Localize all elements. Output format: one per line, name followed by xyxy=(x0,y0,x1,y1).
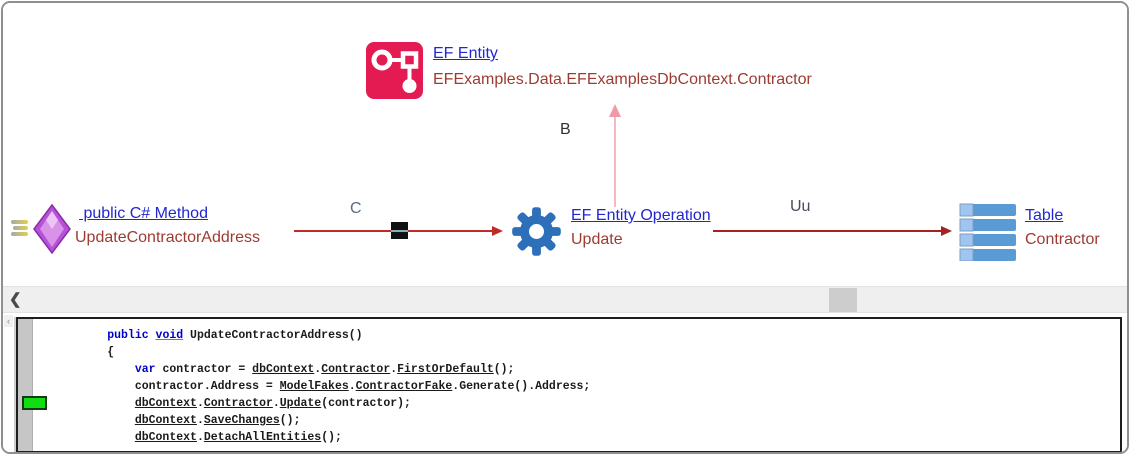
code-token: . xyxy=(272,397,280,410)
ef-entity-node-title[interactable]: EF Entity xyxy=(433,45,498,62)
edge-label-uu: Uu xyxy=(790,198,811,215)
code-gutter xyxy=(18,319,33,451)
code-section: ‹ public void UpdateContractorAddress() … xyxy=(3,313,1127,452)
code-token xyxy=(52,329,107,342)
edge-label-b: B xyxy=(560,121,571,138)
code-line: contractor.Address = ModelFakes.Contract… xyxy=(52,378,1120,395)
code-token[interactable]: Contractor xyxy=(321,363,391,376)
ef-operation-node-title[interactable]: EF Entity Operation xyxy=(571,207,711,224)
code-token: . xyxy=(348,380,356,393)
code-token xyxy=(52,363,135,376)
edge-line-operation-to-entity xyxy=(614,115,616,207)
code-token: (); xyxy=(279,414,301,427)
code-token[interactable]: Contractor xyxy=(203,397,273,410)
code-token[interactable]: void xyxy=(155,329,184,342)
method-node-subtitle: UpdateContractorAddress xyxy=(75,229,260,246)
code-token: . xyxy=(196,431,204,444)
code-token: (); xyxy=(493,363,515,376)
code-token[interactable]: SaveChanges xyxy=(203,414,280,427)
ef-operation-node-subtitle: Update xyxy=(571,231,623,248)
code-token: . xyxy=(314,363,322,376)
code-token: (); xyxy=(321,431,342,444)
code-lines: public void UpdateContractorAddress() { … xyxy=(34,327,1120,446)
code-line: public void UpdateContractorAddress() xyxy=(52,327,1120,344)
code-token: contractor.Address = xyxy=(52,380,280,393)
edge-breakpoint-marker xyxy=(391,222,408,239)
arrowhead-right-icon xyxy=(492,226,503,236)
table-node-title[interactable]: Table xyxy=(1025,207,1064,224)
code-token[interactable]: FirstOrDefault xyxy=(397,363,494,376)
code-token: .Generate().Address; xyxy=(452,380,591,393)
scroll-left-icon[interactable]: ❮ xyxy=(9,291,22,308)
code-line: dbContext.DetachAllEntities(); xyxy=(52,429,1120,446)
code-token xyxy=(52,397,135,410)
edge-line-operation-to-table xyxy=(713,230,942,232)
edge-label-c: C xyxy=(350,200,362,217)
active-line-marker xyxy=(22,396,47,410)
scrollbar-thumb[interactable] xyxy=(829,288,857,312)
code-token: contractor = xyxy=(155,363,253,376)
code-token[interactable]: dbContext xyxy=(252,363,315,376)
ef-entity-node-subtitle: EFExamples.Data.EFExamplesDbContext.Cont… xyxy=(433,71,812,88)
code-token: public xyxy=(107,329,149,342)
code-token: { xyxy=(52,346,115,359)
code-line: dbContext.SaveChanges(); xyxy=(52,412,1120,429)
csharp-method-icon[interactable] xyxy=(11,203,75,255)
diagram-canvas[interactable]: EF Entity EFExamples.Data.EFExamplesDbCo… xyxy=(3,3,1127,286)
code-token[interactable]: ModelFakes xyxy=(279,380,349,393)
gear-icon[interactable] xyxy=(510,205,563,258)
code-line: var contractor = dbContext.Contractor.Fi… xyxy=(52,361,1120,378)
code-line: { xyxy=(52,344,1120,361)
code-token xyxy=(52,431,135,444)
code-token[interactable]: dbContext xyxy=(134,414,197,427)
horizontal-scrollbar[interactable]: ❮ xyxy=(3,286,1127,313)
code-token[interactable]: dbContext xyxy=(134,397,197,410)
code-token: . xyxy=(196,414,204,427)
arrowhead-right-icon xyxy=(941,226,952,236)
code-token[interactable]: Update xyxy=(279,397,322,410)
code-token[interactable]: ContractorFake xyxy=(355,380,453,393)
method-node-title[interactable]: public C# Method xyxy=(79,205,208,222)
code-line: dbContext.Contractor.Update(contractor); xyxy=(52,395,1120,412)
code-token: UpdateContractorAddress() xyxy=(183,329,363,342)
code-token: (contractor); xyxy=(321,397,411,410)
code-token: . xyxy=(196,397,204,410)
ef-entity-icon[interactable] xyxy=(366,42,423,99)
table-node-subtitle: Contractor xyxy=(1025,231,1100,248)
code-token[interactable]: DetachAllEntities xyxy=(203,431,322,444)
code-token xyxy=(52,414,135,427)
table-icon[interactable] xyxy=(956,203,1018,261)
code-panel[interactable]: public void UpdateContractorAddress() { … xyxy=(16,317,1122,452)
code-token: var xyxy=(134,363,156,376)
arrowhead-up-icon xyxy=(609,104,621,117)
mini-scroll-arrow-icon[interactable]: ‹ xyxy=(4,315,13,327)
code-token: . xyxy=(390,363,398,376)
code-token xyxy=(149,329,156,342)
code-token[interactable]: dbContext xyxy=(134,431,197,444)
